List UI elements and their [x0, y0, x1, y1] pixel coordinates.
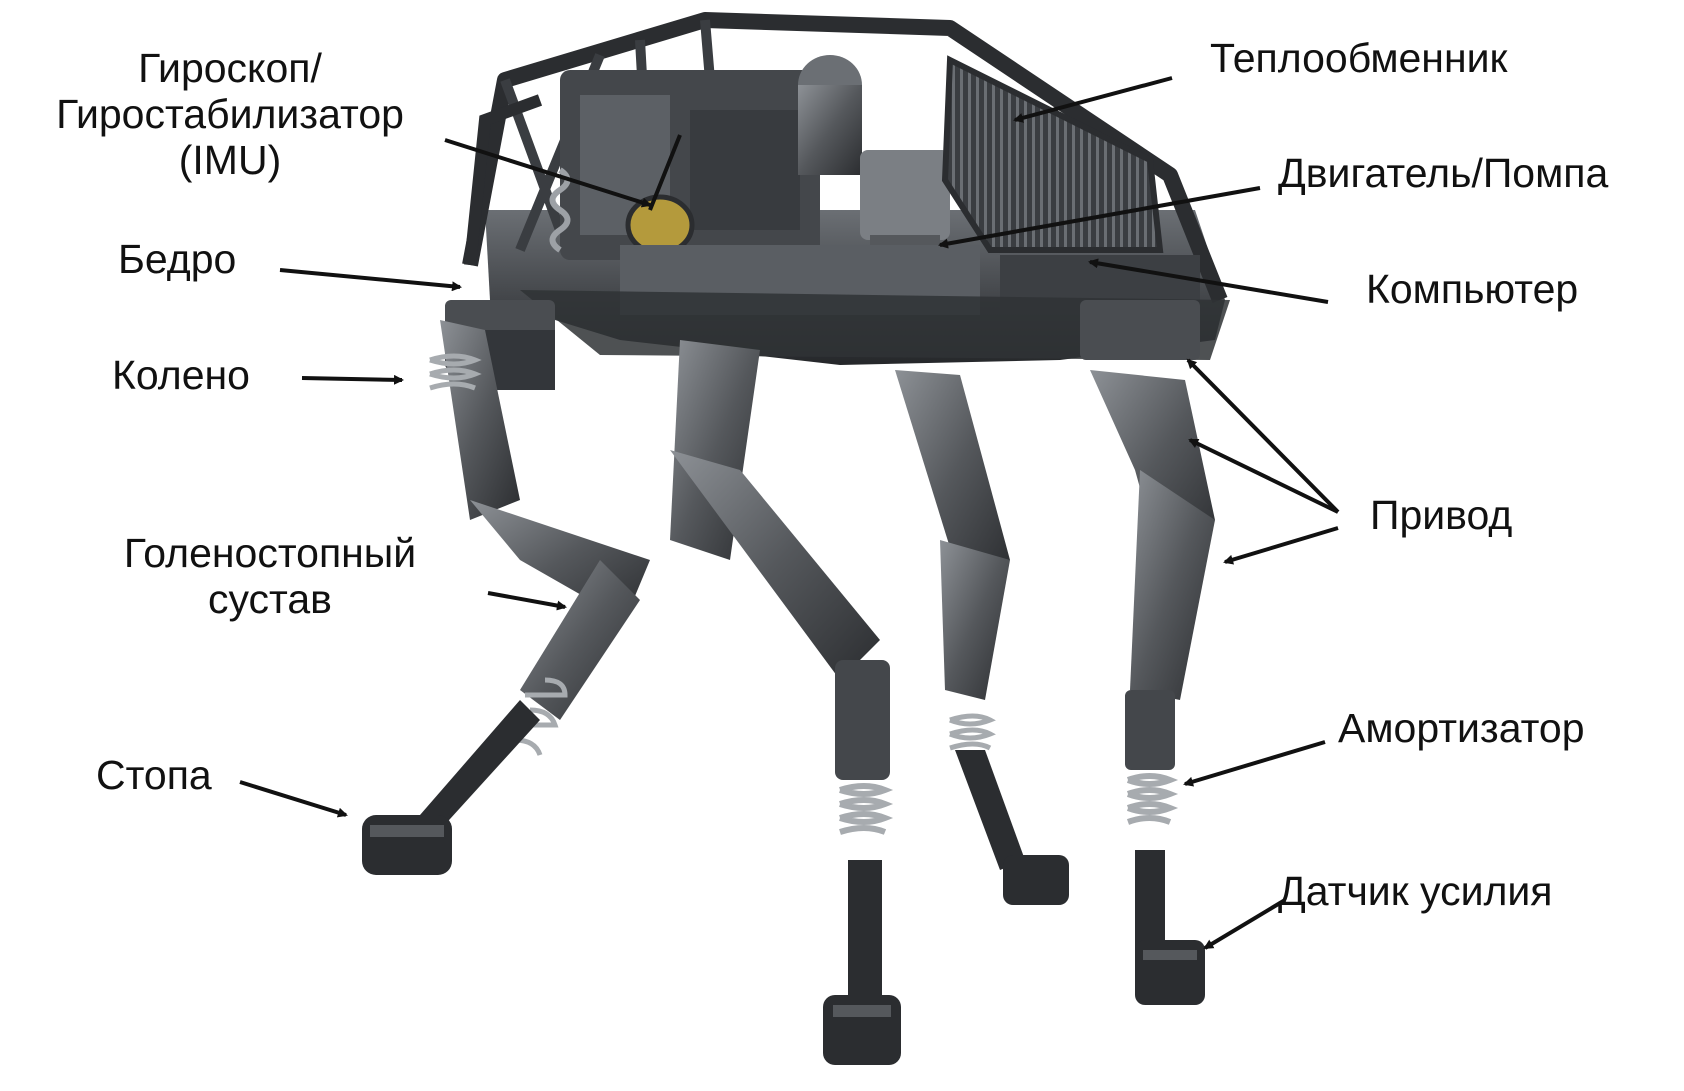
label-hip: Бедро: [118, 236, 236, 282]
arrow-actuator-3: [1225, 528, 1338, 562]
label-ankle-line2: сустав: [85, 576, 455, 622]
arrow-foot: [240, 782, 346, 815]
label-ankle-line1: Голеностопный: [85, 530, 455, 576]
label-engine-pump: Двигатель/Помпа: [1278, 150, 1608, 196]
arrow-knee: [302, 378, 402, 380]
label-heat-exchanger: Теплообменник: [1210, 35, 1507, 81]
label-imu: Гироскоп/ Гиростабилизатор (IMU): [10, 45, 450, 183]
label-knee: Колено: [112, 352, 250, 398]
foot-front-left: [362, 815, 452, 875]
engine-pump: [798, 85, 862, 175]
leg-front-right: [670, 340, 901, 1065]
leg-rear-right: [1090, 370, 1215, 1005]
label-force-sensor: Датчик усилия: [1278, 868, 1553, 914]
label-imu-line2: Гиростабилизатор: [10, 91, 450, 137]
robot-legs: [362, 320, 1215, 1065]
label-actuator: Привод: [1370, 492, 1512, 538]
gyroscope: [628, 197, 692, 253]
foot-rear-left: [1003, 855, 1069, 905]
arrow-force-sensor: [1205, 900, 1285, 948]
label-imu-line1: Гироскоп/: [10, 45, 450, 91]
label-computer: Компьютер: [1366, 266, 1578, 312]
arrow-hip: [280, 270, 460, 287]
robot-body: [445, 20, 1230, 390]
foot-rear-right: [1135, 940, 1205, 1005]
arrow-ankle: [488, 593, 565, 607]
label-ankle: Голеностопный сустав: [85, 530, 455, 622]
arrow-shock-absorber: [1185, 742, 1325, 784]
label-foot: Стопа: [96, 752, 212, 798]
leg-rear-left: [895, 370, 1069, 905]
label-imu-line3: (IMU): [10, 137, 450, 183]
arrow-actuator-2: [1190, 440, 1338, 512]
arrow-actuator-1: [1188, 360, 1338, 512]
label-shock-absorber: Амортизатор: [1338, 705, 1585, 751]
